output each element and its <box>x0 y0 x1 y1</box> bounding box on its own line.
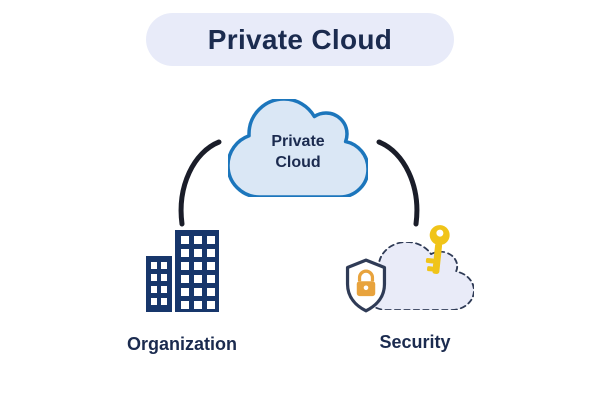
security-label: Security <box>379 332 451 352</box>
shield-lock-icon <box>345 258 387 313</box>
center-cloud-label: Private Cloud <box>228 132 368 174</box>
title-banner: Private Cloud <box>146 13 454 66</box>
security-node: Security <box>340 218 490 353</box>
building-icon <box>146 230 219 312</box>
cloud-icon <box>228 99 368 197</box>
left-arc <box>178 139 222 227</box>
organization-label: Organization <box>127 334 238 354</box>
right-arc <box>376 139 420 227</box>
key-icon <box>425 225 450 274</box>
center-cloud-label-line1: Private <box>271 133 325 150</box>
center-cloud-node: Private Cloud <box>228 99 368 197</box>
center-cloud-label-line2: Cloud <box>275 153 321 171</box>
organization-node: Organization <box>127 228 237 355</box>
page-title: Private Cloud <box>207 23 393 55</box>
security-icon-cluster <box>340 218 490 316</box>
